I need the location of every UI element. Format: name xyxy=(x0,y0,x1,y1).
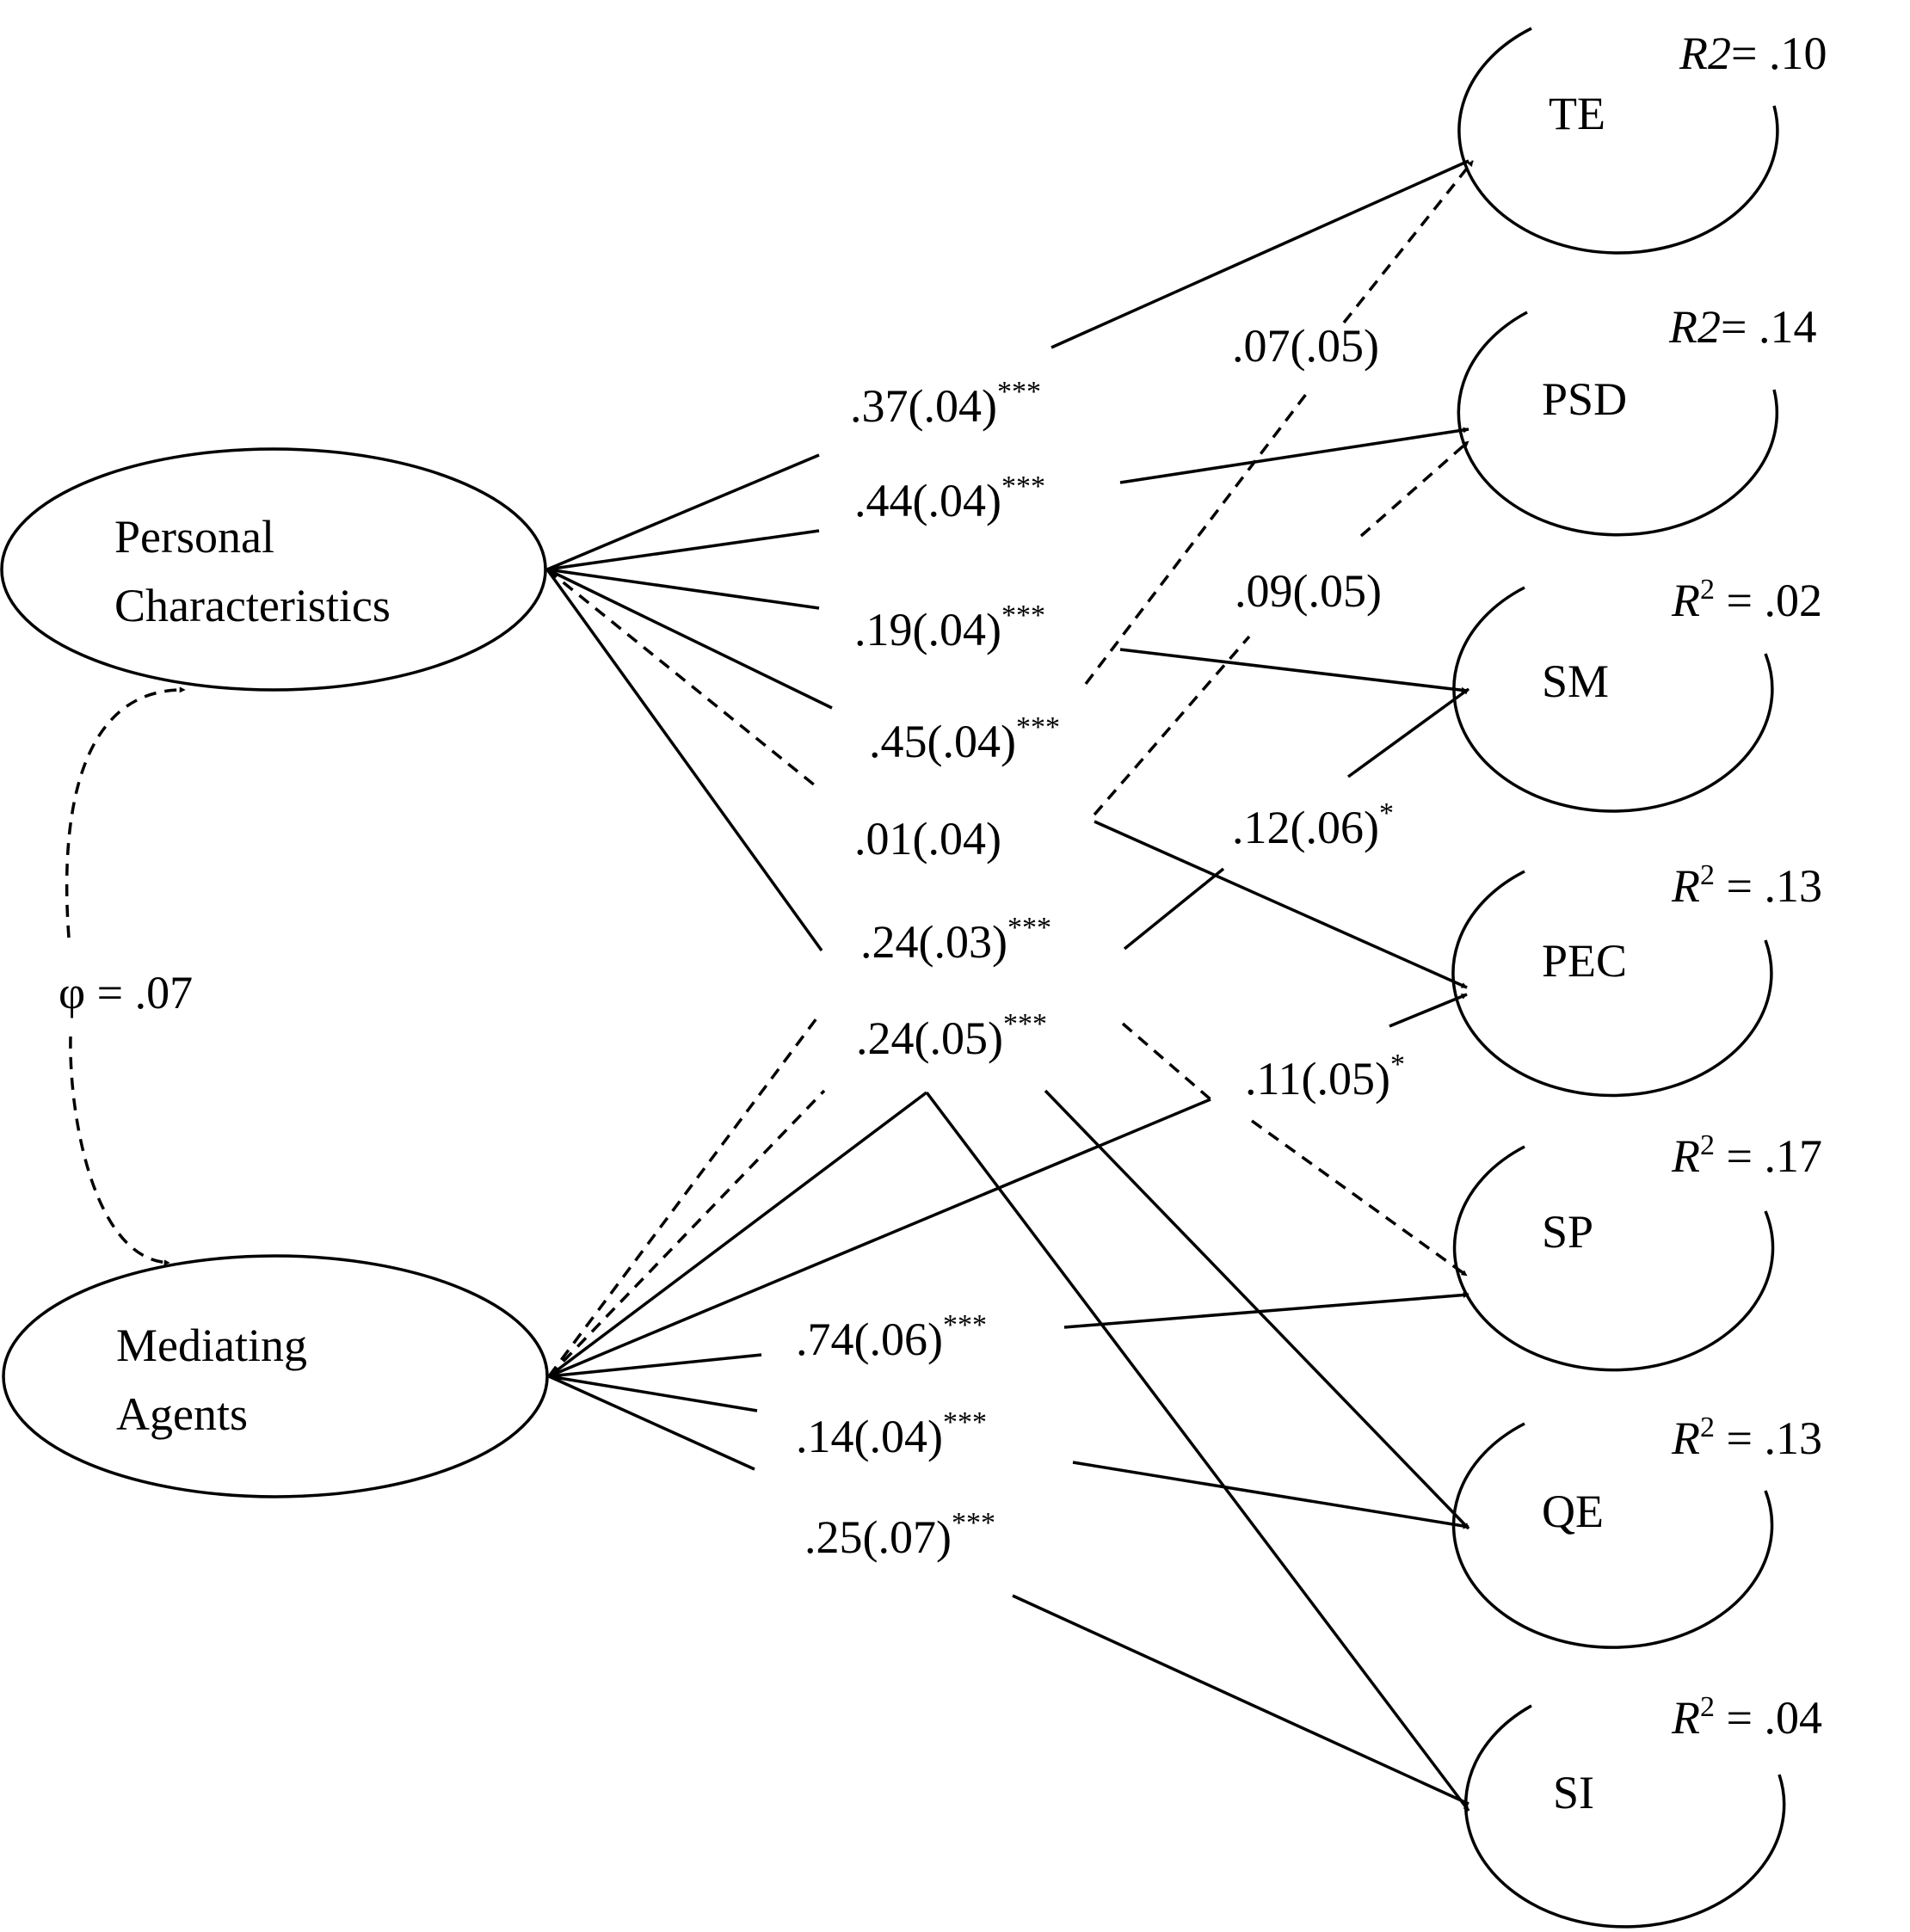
path-ma-si-seg1 xyxy=(548,1375,755,1471)
coef-pc-te: .37(.04)*** xyxy=(850,376,1041,432)
path-ma-sp-seg2 xyxy=(1063,1292,1469,1329)
path-ma-te-seg1 xyxy=(547,1013,821,1378)
outcome-nodes: TE R2= .10 PSD R2= .14 SM R2 = .02 PEC R… xyxy=(1451,27,1827,1929)
coef-ma-qe: .14(.04)*** xyxy=(796,1406,987,1462)
sm-ellipse xyxy=(1452,586,1774,813)
qe-ellipse xyxy=(1451,1422,1774,1649)
path-ma-sm-seg1 xyxy=(548,1098,1211,1378)
coef-pc-qe: .45(.04)*** xyxy=(869,711,1060,767)
path-pc-psd-seg2 xyxy=(1119,427,1469,484)
path-ma-pec2-seg xyxy=(1389,993,1468,1028)
node-sp: SP R2 = .17 xyxy=(1452,1129,1822,1372)
node-mediating-agents: Mediating Agents xyxy=(2,1254,549,1498)
path-pc-qe-seg2 xyxy=(1044,1089,1470,1530)
path-pc-si-seg1 xyxy=(545,568,823,952)
path-pc-sm-seg1 xyxy=(546,568,820,610)
paths-personal xyxy=(545,159,1470,1812)
path-ma-pec-seg1 xyxy=(547,1091,928,1378)
coef-ma-te: .07(.05) xyxy=(1232,320,1379,372)
coef-pc-sp: .01(.04) xyxy=(854,813,1001,864)
node-personal-characteristics: Personal Characteristics xyxy=(0,447,547,692)
coef-ma-sp: .74(.06)*** xyxy=(796,1309,987,1365)
path-pc-te-seg2 xyxy=(1050,159,1469,349)
psd-label: PSD xyxy=(1542,373,1627,425)
coefficient-labels: .37(.04)*** .44(.04)*** .19(.04)*** .45(… xyxy=(796,320,1405,1563)
correlation-label: φ = .07 xyxy=(59,967,193,1018)
personal-characteristics-ellipse xyxy=(0,447,547,692)
path-pc-qe-seg1 xyxy=(546,568,833,710)
path-pc-si-seg2 xyxy=(925,1091,1470,1812)
qe-label: QE xyxy=(1542,1486,1604,1537)
path-ma-te-seg3 xyxy=(1342,159,1475,324)
te-label: TE xyxy=(1549,88,1605,139)
pec-ellipse xyxy=(1451,870,1773,1098)
path-pc-sp-seg1 xyxy=(545,568,821,791)
path-ma-psd-seg2 xyxy=(1093,635,1251,816)
mediating-agents-label-line1: Mediating xyxy=(116,1320,307,1371)
path-ma-sm-seg2 xyxy=(1123,867,1225,951)
path-pc-sp-seg3 xyxy=(1250,1119,1469,1277)
si-r2: R2 = .04 xyxy=(1671,1691,1822,1744)
correlation-path: φ = .07 xyxy=(59,686,193,1266)
si-ellipse xyxy=(1463,1704,1786,1929)
coef-pc-si: .24(.03)*** xyxy=(860,912,1051,968)
sp-ellipse xyxy=(1452,1145,1775,1372)
node-si: SI R2 = .04 xyxy=(1463,1691,1822,1929)
personal-characteristics-label-line2: Characteristics xyxy=(114,580,391,631)
node-psd: PSD R2= .14 xyxy=(1457,301,1816,537)
path-ma-psd-seg1 xyxy=(547,1089,826,1378)
correlation-curve-lower xyxy=(69,1036,170,1266)
path-pc-te-seg1 xyxy=(546,453,820,571)
coef-ma-pec: .24(.05)*** xyxy=(856,1008,1047,1064)
psd-r2: R2= .14 xyxy=(1668,301,1816,353)
node-te: TE R2= .10 xyxy=(1457,27,1827,255)
path-ma-te-seg2 xyxy=(1084,388,1311,686)
node-qe: QE R2 = .13 xyxy=(1451,1412,1822,1649)
coef-ma-sm: .12(.06)* xyxy=(1232,797,1394,853)
pec-r2: R2 = .13 xyxy=(1671,859,1822,912)
mediating-agents-ellipse xyxy=(2,1254,549,1498)
path-ma-qe-seg2 xyxy=(1072,1461,1469,1529)
sm-r2: R2 = .02 xyxy=(1671,574,1822,626)
coef-ma-psd: .09(.05) xyxy=(1235,565,1382,617)
path-ma-si-seg2 xyxy=(1012,1594,1469,1806)
correlation-curve-upper xyxy=(65,686,186,938)
path-pc-psd-seg1 xyxy=(546,529,820,571)
psd-ellipse xyxy=(1457,311,1779,537)
te-r2: R2= .10 xyxy=(1679,28,1827,79)
sp-label: SP xyxy=(1542,1206,1593,1258)
path-ma-pec-seg2 xyxy=(1094,820,1468,989)
coef-ma-si: .25(.07)*** xyxy=(804,1507,995,1563)
coef-pc-psd: .44(.04)*** xyxy=(854,471,1045,526)
te-ellipse xyxy=(1457,27,1779,255)
sp-r2: R2 = .17 xyxy=(1671,1129,1822,1182)
path-ma-qe-seg1 xyxy=(548,1375,758,1412)
mediating-agents-label-line2: Agents xyxy=(116,1388,248,1440)
coef-ma-pec2: .11(.05)* xyxy=(1245,1049,1405,1104)
pec-label: PEC xyxy=(1542,935,1627,987)
qe-r2: R2 = .13 xyxy=(1671,1412,1822,1464)
coef-pc-sm: .19(.04)*** xyxy=(854,600,1045,655)
sm-label: SM xyxy=(1542,655,1609,707)
path-ma-psd-seg3 xyxy=(1359,440,1470,538)
path-ma-sp-seg1 xyxy=(548,1353,762,1378)
path-ma-sm-seg3 xyxy=(1346,687,1470,778)
node-sm: SM R2 = .02 xyxy=(1452,574,1822,813)
personal-characteristics-label-line1: Personal xyxy=(114,511,274,563)
paths-mediating xyxy=(547,159,1475,1806)
node-pec: PEC R2 = .13 xyxy=(1451,859,1822,1098)
path-pc-sp-seg2 xyxy=(1121,1022,1212,1101)
si-label: SI xyxy=(1553,1767,1594,1818)
path-pc-sm-seg2 xyxy=(1119,648,1468,693)
